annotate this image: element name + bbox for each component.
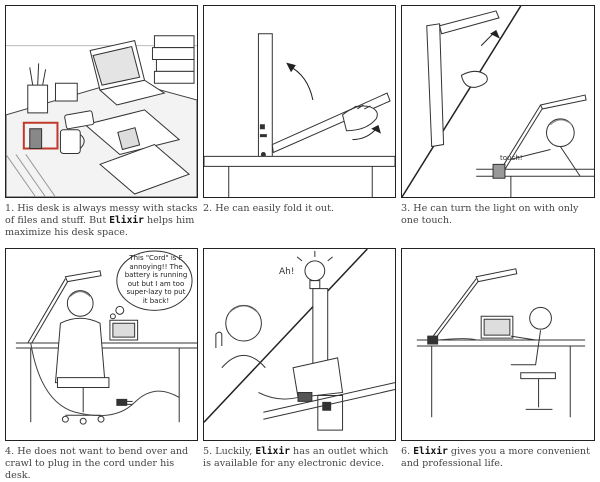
product-name: Elixir xyxy=(109,215,144,226)
caption-3: 3. He can turn the light on with only on… xyxy=(401,203,579,226)
caption-2: 2. He can easily fold it out. xyxy=(203,203,334,214)
panel-3: touch! xyxy=(401,5,595,198)
panel-6-illustration xyxy=(402,249,594,440)
ah-exclamation: Ah! xyxy=(279,267,295,277)
panel-3-illustration xyxy=(402,6,594,197)
panel-2-illustration xyxy=(204,6,395,197)
panel-5: Ah! xyxy=(203,248,396,441)
panel-5-illustration xyxy=(204,249,395,440)
caption-1: 1. His desk is always messy with stacks … xyxy=(5,203,198,238)
product-name: Elixir xyxy=(255,446,290,457)
panel-4-illustration xyxy=(6,249,197,440)
product-name: Elixir xyxy=(413,446,448,457)
panel-4: This "Cord" is F annoying!! The battery … xyxy=(5,248,198,441)
caption-4: 4. He does not want to bend over and cra… xyxy=(5,446,189,481)
touch-note: touch! xyxy=(500,154,523,162)
panel-2 xyxy=(203,5,396,198)
caption-6: 6. Elixir gives you a more convenient an… xyxy=(401,446,590,469)
speech-bubble: This "Cord" is F annoying!! The battery … xyxy=(124,254,188,305)
panel-6 xyxy=(401,248,595,441)
panel-1-illustration xyxy=(6,6,197,197)
caption-5: 5. Luckily, Elixir has an outlet which i… xyxy=(203,446,389,469)
panel-1 xyxy=(5,5,198,198)
